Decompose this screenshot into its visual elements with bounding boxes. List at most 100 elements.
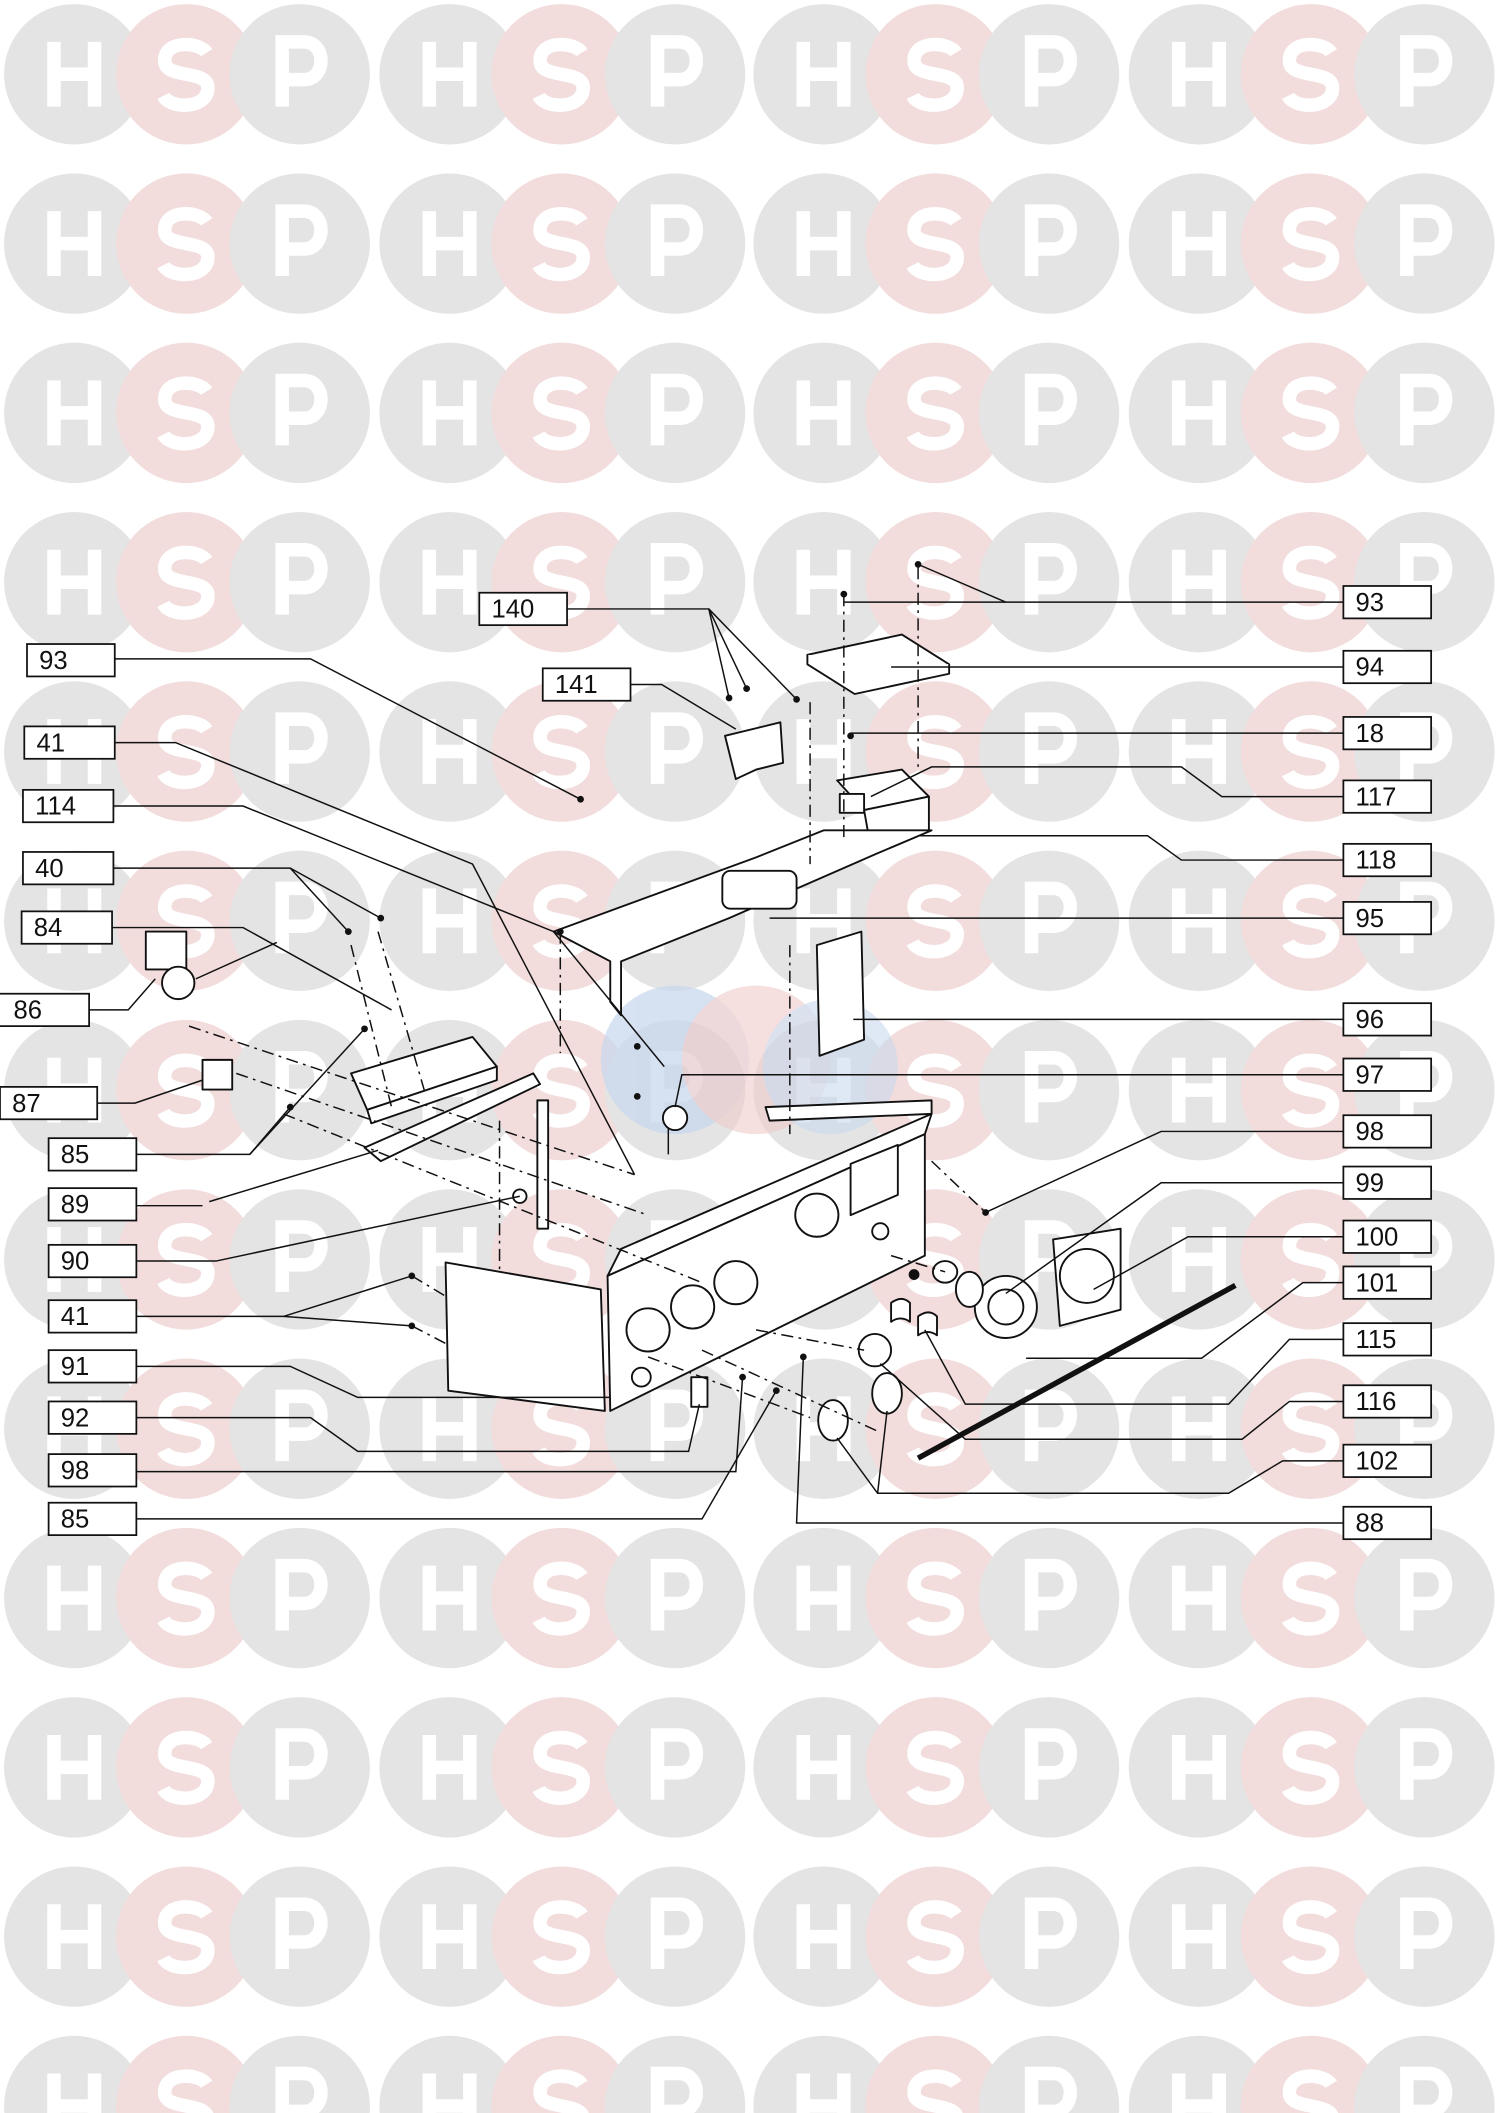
watermark-letter-s-glyph xyxy=(532,884,591,959)
watermark-letter-h-glyph xyxy=(796,1565,851,1631)
callout-115[interactable]: 115 xyxy=(1342,1322,1433,1357)
callout-140[interactable]: 140 xyxy=(478,591,568,627)
leader-line-100 xyxy=(1093,1236,1344,1291)
watermark-circle xyxy=(4,1697,145,1838)
callout-box xyxy=(22,851,115,886)
watermark-circle xyxy=(604,1527,746,1669)
callout-93[interactable]: 93 xyxy=(26,643,116,678)
callout-number: 41 xyxy=(36,729,65,757)
watermark-circle xyxy=(116,511,257,653)
watermark-letter-s-glyph xyxy=(157,714,215,790)
callout-91[interactable]: 91 xyxy=(47,1349,138,1384)
callout-118[interactable]: 118 xyxy=(1342,842,1433,878)
callout-41[interactable]: 41 xyxy=(23,725,116,760)
watermark-circle xyxy=(978,681,1120,822)
watermark-letter-p-glyph xyxy=(650,543,704,615)
callout-number: 114 xyxy=(35,793,76,821)
leader-line-91 xyxy=(136,1365,611,1399)
callout-85[interactable]: 85 xyxy=(47,1137,138,1172)
part-control-box-plate xyxy=(552,829,933,1017)
watermark-circle xyxy=(4,173,145,314)
watermark-letter-h-glyph xyxy=(796,41,851,107)
watermark-letter-p-glyph xyxy=(1024,1728,1078,1800)
watermark-circle xyxy=(1128,1866,1270,2007)
watermark-letter-s-glyph xyxy=(157,1053,215,1128)
callout-98[interactable]: 98 xyxy=(1342,1114,1433,1149)
callout-116[interactable]: 116 xyxy=(1342,1384,1433,1419)
leader-line-98 xyxy=(985,1130,1344,1214)
callout-88[interactable]: 88 xyxy=(1342,1505,1433,1541)
watermark-letter-s-glyph xyxy=(157,884,215,959)
watermark-circle xyxy=(116,1866,257,2007)
callout-41[interactable]: 41 xyxy=(47,1299,138,1334)
callout-92[interactable]: 92 xyxy=(47,1400,138,1435)
callout-95[interactable]: 95 xyxy=(1342,901,1433,936)
callout-141[interactable]: 141 xyxy=(541,667,632,702)
callout-box xyxy=(47,1187,138,1222)
leader-line-92 xyxy=(136,1403,701,1453)
callout-84[interactable]: 84 xyxy=(20,910,113,945)
callout-100[interactable]: 100 xyxy=(1342,1219,1433,1254)
callout-87[interactable]: 87 xyxy=(0,1086,99,1121)
watermark-circle xyxy=(1128,2035,1270,2113)
watermark-letter-p-glyph xyxy=(1024,881,1078,954)
callout-number: 96 xyxy=(1356,1006,1385,1034)
callout-89[interactable]: 89 xyxy=(47,1187,138,1222)
part-dial xyxy=(670,1284,716,1330)
watermark-circle xyxy=(978,1866,1120,2007)
callout-114[interactable]: 114 xyxy=(22,788,115,824)
leader-line-140 xyxy=(708,608,798,700)
watermark-letter-h-glyph xyxy=(47,380,102,446)
watermark-circle xyxy=(379,1697,520,1838)
callout-85[interactable]: 85 xyxy=(47,1501,138,1537)
callout-93[interactable]: 93 xyxy=(1342,585,1433,620)
watermark-letter-s-glyph xyxy=(157,2069,214,2113)
part-bracket xyxy=(724,721,785,780)
callout-96[interactable]: 96 xyxy=(1342,1002,1433,1037)
watermark-circle xyxy=(1240,850,1382,992)
watermark-letter-p-glyph xyxy=(1024,204,1078,276)
callout-number: 92 xyxy=(61,1404,90,1432)
watermark-circle xyxy=(116,173,257,314)
callout-98[interactable]: 98 xyxy=(47,1453,138,1488)
callout-box xyxy=(1342,1219,1433,1254)
watermark-letter-p-glyph xyxy=(1024,35,1078,107)
watermark-circle xyxy=(1354,4,1495,145)
callout-86[interactable]: 86 xyxy=(0,992,90,1027)
callout-number: 141 xyxy=(555,671,598,699)
callout-99[interactable]: 99 xyxy=(1342,1165,1433,1200)
callout-40[interactable]: 40 xyxy=(22,851,115,886)
callout-94[interactable]: 94 xyxy=(1342,649,1433,685)
watermark-circle xyxy=(604,511,746,653)
watermark-circle xyxy=(229,4,370,145)
leader-line-84 xyxy=(112,926,392,1011)
callout-number: 95 xyxy=(1356,905,1385,933)
watermark-letter-p-glyph xyxy=(650,1728,704,1800)
watermark-circle xyxy=(4,1866,145,2007)
watermark-letter-s-glyph xyxy=(1281,376,1340,451)
callout-box xyxy=(47,1453,138,1488)
callout-97[interactable]: 97 xyxy=(1342,1057,1433,1092)
watermark-letter-s-glyph xyxy=(157,1900,215,1975)
watermark-letter-h-glyph xyxy=(422,1734,477,1800)
watermark-letter-s-glyph xyxy=(906,1730,964,1805)
watermark-circle xyxy=(491,1019,632,1161)
watermark-letter-s-glyph xyxy=(1281,1730,1340,1805)
callout-102[interactable]: 102 xyxy=(1342,1443,1433,1478)
callout-101[interactable]: 101 xyxy=(1342,1265,1433,1300)
callout-90[interactable]: 90 xyxy=(47,1243,138,1279)
callout-box xyxy=(47,1400,138,1435)
watermark-circle xyxy=(491,342,632,484)
callout-117[interactable]: 117 xyxy=(1342,779,1433,814)
watermark-circle xyxy=(604,1866,746,2007)
watermark-letter-p-glyph xyxy=(275,1558,328,1631)
watermark-letter-p-glyph xyxy=(650,712,704,784)
watermark-letter-p-glyph xyxy=(650,204,704,276)
part-connector xyxy=(838,792,866,814)
watermark-circle xyxy=(1128,1019,1270,1161)
part-gauge-opening xyxy=(794,1192,840,1238)
watermark-circle xyxy=(604,1697,746,1838)
watermark-letter-s-glyph xyxy=(157,376,215,451)
callout-18[interactable]: 18 xyxy=(1342,716,1433,751)
